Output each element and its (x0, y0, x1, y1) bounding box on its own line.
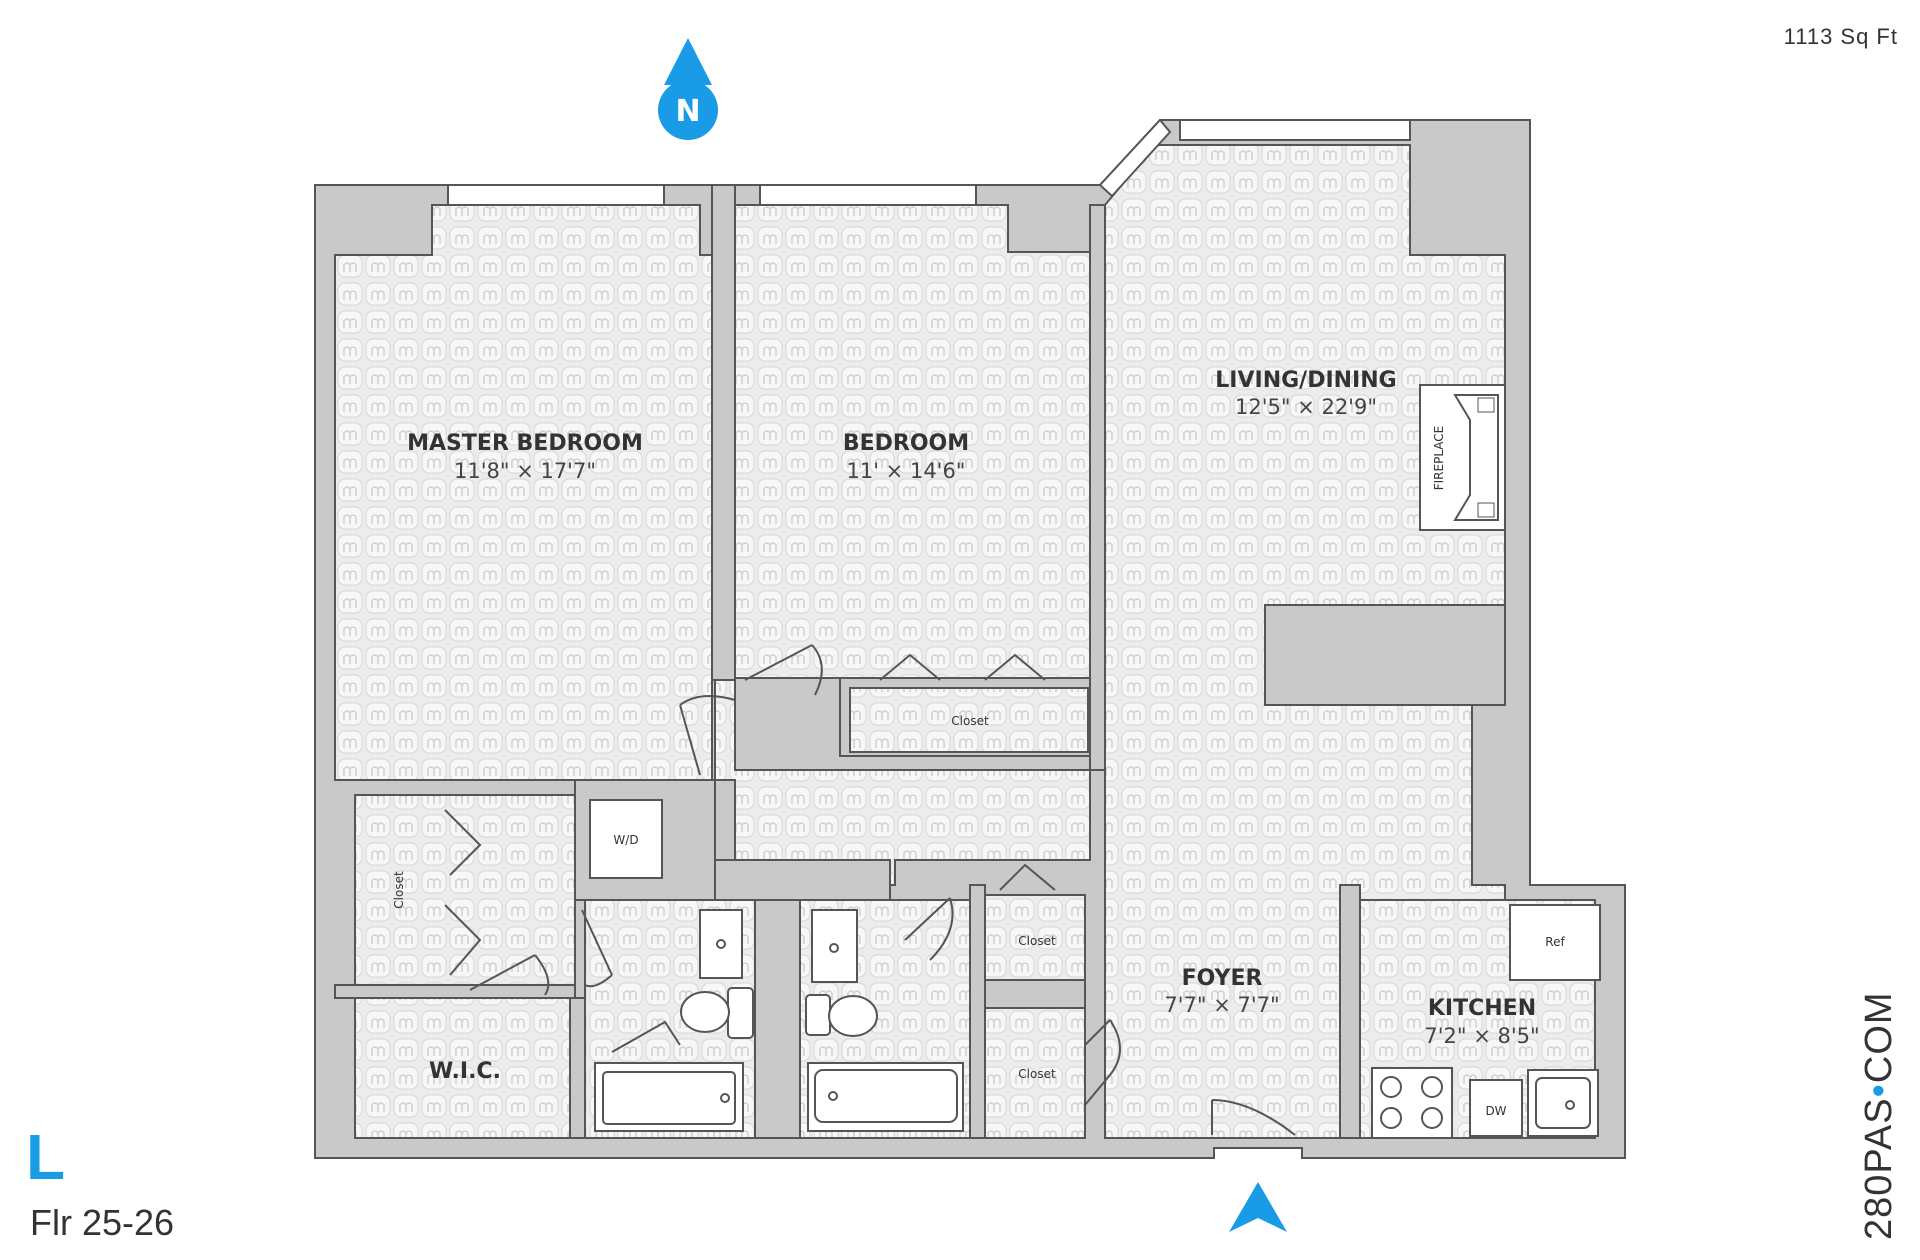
washer-dryer (589, 799, 663, 879)
brand-logo: 280PAS•COM (1858, 991, 1902, 1240)
kitchen-fixtures (1371, 904, 1601, 1139)
square-footage: 1113 Sq Ft (1783, 24, 1898, 49)
unit-letter: L (26, 1121, 66, 1193)
windows (447, 118, 1411, 206)
closet-label: Closet (392, 871, 406, 909)
room-name-foyer: FOYER (1182, 966, 1263, 991)
fireplace: FIREPLACE (1419, 384, 1506, 531)
ref-label: Ref (1545, 935, 1565, 949)
bath-fixtures (594, 909, 964, 1132)
room-name-kitchen: KITCHEN (1428, 996, 1536, 1021)
brand-tld: COM (1858, 991, 1900, 1084)
room-dims-living: 12'5" × 22'9" (1235, 395, 1377, 419)
closet-label: Closet (951, 714, 989, 728)
room-dims-bedroom: 11' × 14'6" (847, 459, 966, 483)
wd-label: W/D (613, 833, 638, 847)
entry-arrow-icon (1229, 1182, 1287, 1232)
dw-label: DW (1485, 1104, 1506, 1118)
room-dims-foyer: 7'7" × 7'7" (1164, 993, 1279, 1017)
closet-label: Closet (1018, 1067, 1056, 1081)
floor-range: Flr 25-26 (30, 1202, 175, 1243)
room-name-bedroom: BEDROOM (843, 431, 969, 456)
brand-dot: • (1858, 1083, 1900, 1098)
room-dims-kitchen: 7'2" × 8'5" (1424, 1024, 1539, 1048)
svg-text:FIREPLACE: FIREPLACE (1432, 426, 1446, 491)
room-name-living: LIVING/DINING (1215, 368, 1396, 393)
closet-label: Closet (1018, 934, 1056, 948)
room-name-wic: W.I.C. (429, 1059, 501, 1084)
closet-bedroom (849, 687, 1089, 753)
doors (444, 644, 1296, 1136)
compass-label: N (675, 94, 700, 129)
room-dims-master: 11'8" × 17'7" (454, 459, 596, 483)
room-name-master: MASTER BEDROOM (407, 431, 643, 456)
brand-main: 280PAS (1858, 1097, 1900, 1240)
north-compass-icon: N (658, 38, 718, 140)
